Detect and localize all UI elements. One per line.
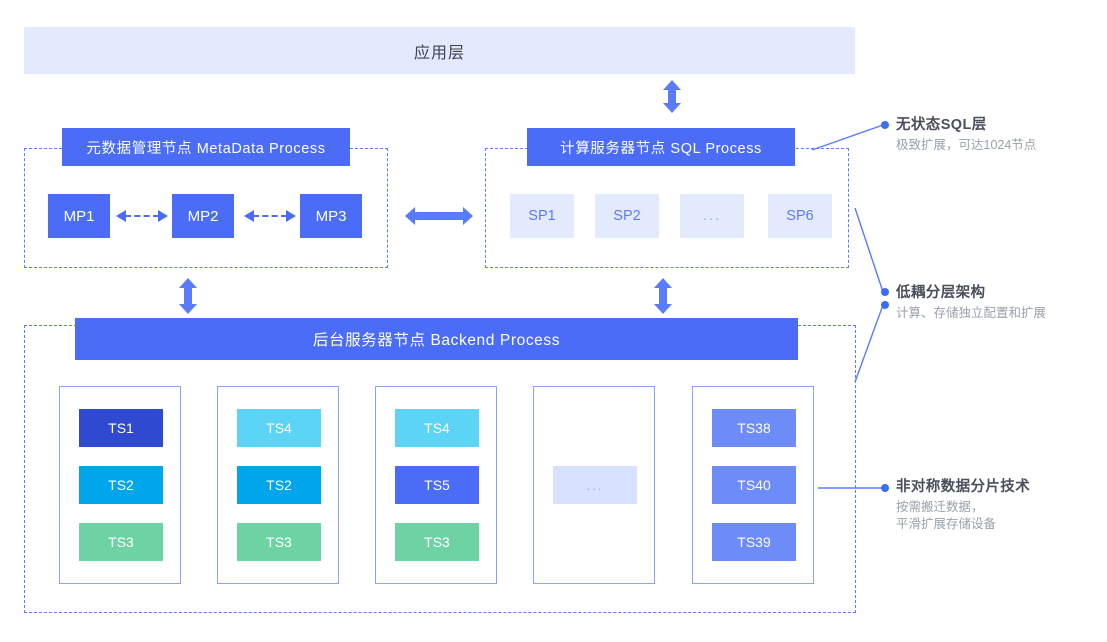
annotation-dot-2b [881,301,889,309]
storage-column-5: TS38 TS40 TS39 [692,386,814,584]
sql-node-sp6[interactable]: SP6 [768,194,832,238]
arrow-metadata-to-backend [179,278,197,314]
arrow-mp2-mp3 [244,210,296,222]
annotation-title: 非对称数据分片技术 [896,479,1031,495]
arrow-head-right [286,210,296,222]
storage-cell[interactable]: TS1 [79,409,163,447]
sql-node-sp2[interactable]: SP2 [595,194,659,238]
metadata-group-header-label: 元数据管理节点 MetaData Process [86,140,326,157]
leader-line-1 [811,124,884,151]
arrow-head-down [179,304,197,314]
storage-cell[interactable]: TS5 [395,466,479,504]
arrow-shaft [414,212,464,220]
application-layer-label: 应用层 [413,44,465,62]
storage-cell[interactable]: TS39 [712,523,796,561]
leader-line-2 [854,207,884,293]
arrow-metadata-to-sql [405,207,473,225]
storage-cell[interactable]: TS4 [395,409,479,447]
arrow-shaft [668,89,676,104]
sql-node-label: SP1 [528,208,556,224]
storage-cell-ellipsis: ... [553,466,637,504]
annotation-dot-3 [881,484,889,492]
backend-group-header-label: 后台服务器节点 Backend Process [312,332,561,349]
storage-cell[interactable]: TS3 [79,523,163,561]
annotation-subtitle: 极致扩展，可达1024节点 [896,138,1037,152]
arrow-shaft-dashed [125,215,159,217]
arrow-app-to-sql [663,80,681,113]
storage-column-3: TS4 TS5 TS3 [375,386,497,584]
metadata-group-header: 元数据管理节点 MetaData Process [62,128,350,166]
application-layer-banner: 应用层 [24,27,855,74]
arrow-head-down [663,103,681,113]
arrow-head-left [116,210,126,222]
annotation-dot-2 [881,288,889,296]
metadata-node-label: MP1 [63,207,95,225]
annotation-layered-architecture: 低耦分层架构 计算、存储独立配置和扩展 [896,281,1046,322]
annotation-subtitle-line1: 按需搬迁数据， [896,500,984,514]
annotation-title: 低耦分层架构 [896,285,986,301]
sql-node-label: SP2 [613,208,641,224]
annotation-subtitle-line2: 平滑扩展存储设备 [896,517,997,531]
arrow-sql-to-backend [654,278,672,314]
storage-cell[interactable]: TS3 [237,523,321,561]
storage-cell[interactable]: TS40 [712,466,796,504]
storage-column-1: TS1 TS2 TS3 [59,386,181,584]
backend-group-header: 后台服务器节点 Backend Process [75,318,798,360]
arrow-head-left [405,207,415,225]
arrow-head-up [663,80,681,90]
arrow-head-right [158,210,168,222]
metadata-node-mp2[interactable]: MP2 [172,194,234,238]
sql-group-header-label: 计算服务器节点 SQL Process [560,140,762,157]
metadata-node-label: MP3 [315,207,347,225]
sql-node-label: SP6 [786,208,814,224]
storage-cell[interactable]: TS38 [712,409,796,447]
sql-node-label: ... [702,208,722,224]
arrow-head-right [463,207,473,225]
storage-cell[interactable]: TS3 [395,523,479,561]
arrow-shaft-dashed [253,215,287,217]
annotation-asymmetric-sharding: 非对称数据分片技术 按需搬迁数据， 平滑扩展存储设备 [896,475,1030,533]
storage-cell[interactable]: TS4 [237,409,321,447]
storage-cell[interactable]: TS2 [237,466,321,504]
annotation-stateless-sql: 无状态SQL层 极致扩展，可达1024节点 [896,113,1036,154]
storage-cell[interactable]: TS2 [79,466,163,504]
arrow-head-left [244,210,254,222]
sql-group-header: 计算服务器节点 SQL Process [527,128,795,166]
metadata-node-mp3[interactable]: MP3 [300,194,362,238]
arrow-shaft [184,287,192,305]
metadata-node-mp1[interactable]: MP1 [48,194,110,238]
annotation-dot-1 [881,121,889,129]
storage-column-2: TS4 TS2 TS3 [217,386,339,584]
annotation-subtitle: 计算、存储独立配置和扩展 [896,306,1047,320]
metadata-node-label: MP2 [187,207,219,225]
arrow-head-up [179,278,197,288]
leader-line-3 [854,304,884,383]
arrow-head-up [654,278,672,288]
sql-node-ellipsis: ... [680,194,744,238]
arrow-shaft [659,287,667,305]
sql-node-sp1[interactable]: SP1 [510,194,574,238]
storage-column-4: ... [533,386,655,584]
arrow-mp1-mp2 [116,210,168,222]
arrow-head-down [654,304,672,314]
annotation-title: 无状态SQL层 [896,117,987,133]
